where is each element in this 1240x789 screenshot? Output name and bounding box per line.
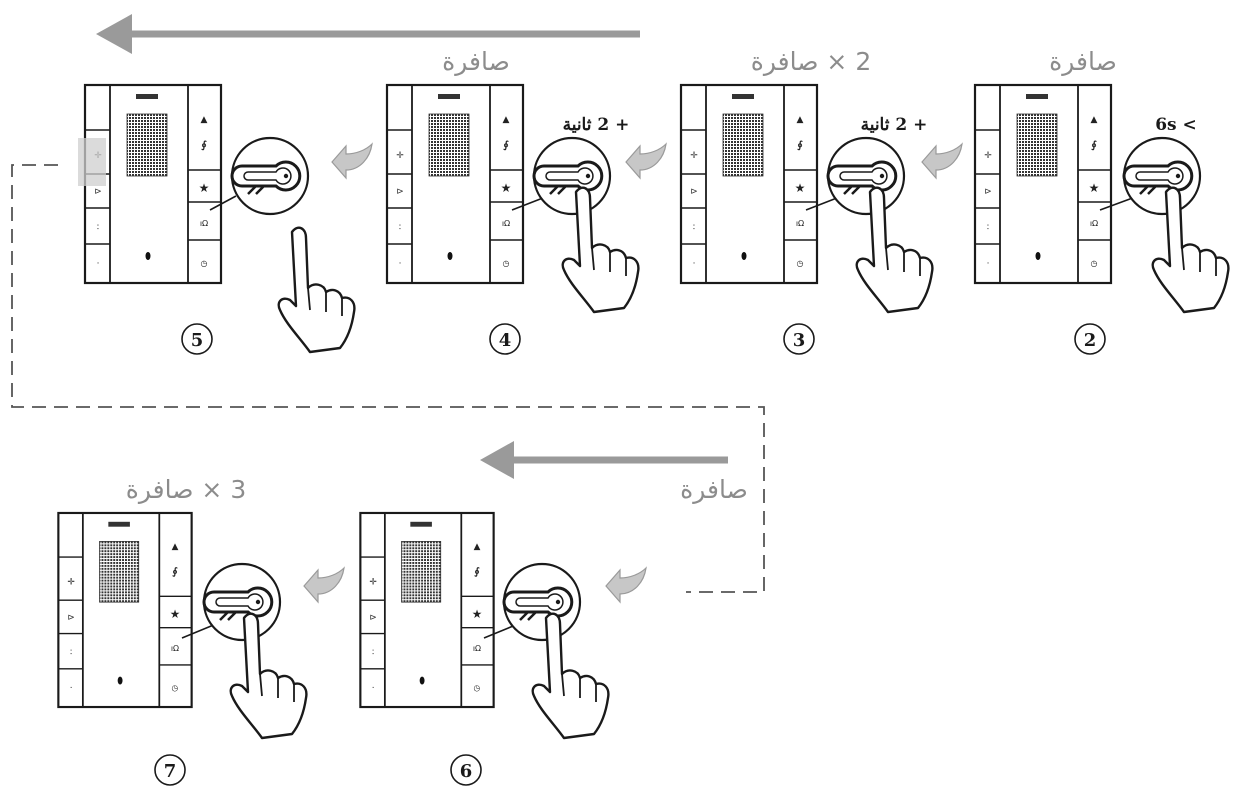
step-number-badge	[1074, 323, 1106, 355]
step-4: صافرة + 2 ثانية 4	[385, 47, 640, 355]
intercom-device	[359, 511, 495, 709]
dashed-connector	[11, 164, 765, 593]
step-duration-label: 6s <	[1155, 115, 1197, 135]
intercom-device	[385, 83, 525, 285]
step-arrow-icon	[921, 143, 963, 179]
step-number-badge	[489, 323, 521, 355]
step-number: 6	[460, 761, 473, 782]
pointing-hand-icon	[277, 226, 356, 354]
flow-arrow-bottom-icon	[480, 441, 728, 479]
step-3: 2 × صافرة + 2 ثانية 3	[679, 47, 934, 355]
step-arrow-icon	[625, 143, 667, 179]
step-arrow-icon	[605, 567, 647, 603]
step-number: 3	[793, 330, 806, 351]
key-icon	[202, 562, 282, 642]
step-number: 4	[499, 330, 512, 351]
step-number-badge	[450, 754, 482, 786]
step-beep-label: صافرة	[680, 475, 748, 504]
step-number: 7	[164, 761, 177, 782]
step-beep-label: صافرة	[1049, 47, 1117, 76]
step-number: 2	[1084, 330, 1097, 351]
step-2: صافرة 6s < 2	[973, 47, 1230, 355]
step-beep-label: صافرة	[442, 47, 510, 76]
step-number-badge	[154, 754, 186, 786]
step-beep-label: 2 × صافرة	[751, 47, 871, 76]
step-number-badge	[181, 323, 213, 355]
step-5: 5	[78, 83, 356, 355]
step-6: صافرة 6	[359, 475, 748, 786]
key-icon	[826, 136, 906, 216]
step-duration-label: + 2 ثانية	[861, 115, 928, 135]
key-icon	[230, 136, 310, 216]
key-icon	[502, 562, 582, 642]
intercom-device	[679, 83, 819, 285]
step-arrow-icon	[331, 143, 373, 179]
intercom-device	[973, 83, 1113, 285]
step-number-badge	[783, 323, 815, 355]
key-icon	[532, 136, 612, 216]
step-beep-label: 3 × صافرة	[126, 475, 246, 504]
flow-arrow-top-icon	[96, 14, 640, 54]
step-duration-label: + 2 ثانية	[563, 115, 630, 135]
key-icon	[1122, 136, 1202, 216]
step-arrow-icon	[303, 567, 345, 603]
intercom-device	[57, 511, 193, 709]
step-7: 3 × صافرة 7	[57, 475, 308, 786]
step-number: 5	[191, 330, 204, 351]
